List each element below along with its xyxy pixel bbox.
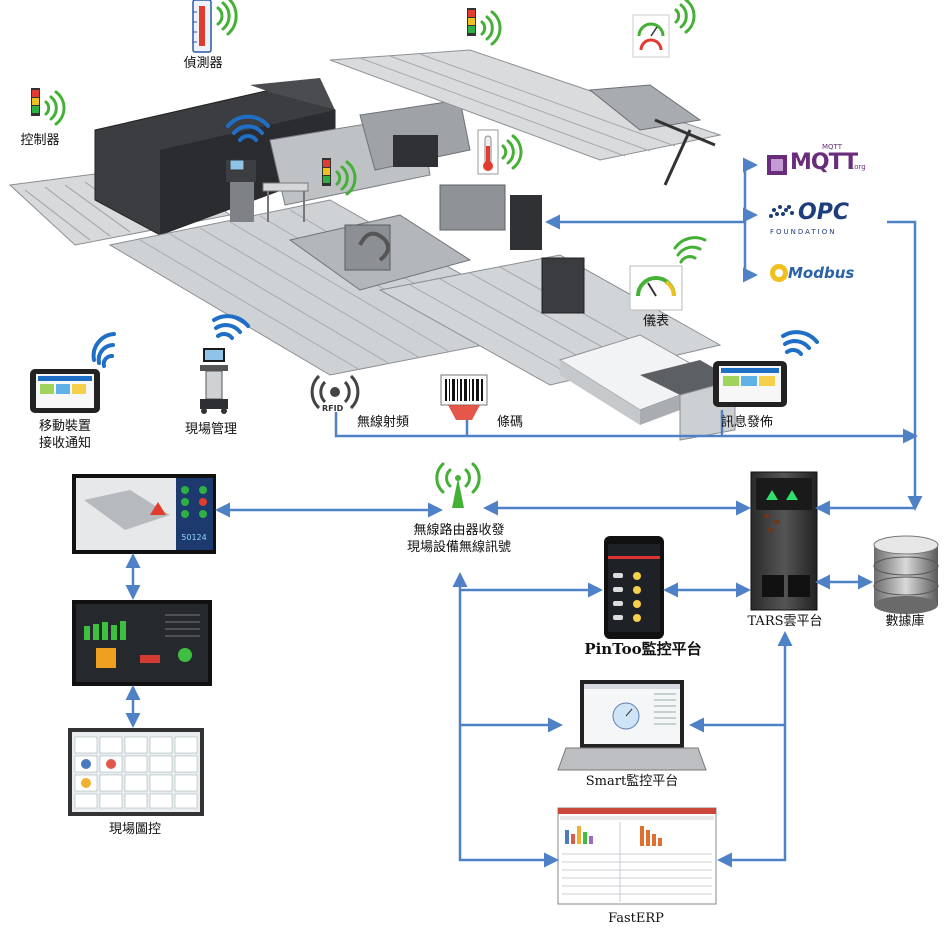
- label-database: 數據庫: [885, 614, 925, 629]
- sensor-gauge-icon: [192, 0, 212, 53]
- dial-gauge-icon: [632, 14, 670, 58]
- rfid-badge-text: RFID: [322, 404, 344, 413]
- opc-logo-text: OPC: [798, 200, 849, 225]
- pintoo-phone: [604, 536, 664, 639]
- tars-cloud-server: [750, 471, 818, 611]
- barcode-scanner-icon: [440, 374, 488, 420]
- wifi-signal-icon: [226, 114, 270, 142]
- controller-signal-tower-icon: [31, 88, 40, 116]
- label-smart: Smart監控平台: [585, 774, 679, 789]
- label-field-management: 現場管理: [184, 422, 238, 437]
- label-field-map: 現場圖控: [108, 822, 162, 837]
- modbus-logo: [770, 264, 788, 282]
- database-icon: [873, 535, 939, 614]
- mqtt-logo: [767, 155, 787, 175]
- production-dashboard-screen: [72, 600, 212, 686]
- info-publish-tablet: [713, 361, 787, 407]
- wireless-router-icon: [435, 462, 481, 508]
- opc-foundation-text: FOUNDATION: [770, 228, 837, 236]
- signal-tower-icon: [467, 8, 476, 36]
- connector-lines: [125, 157, 923, 868]
- wifi-signal-icon: [91, 332, 116, 368]
- mqtt-logo-org-text: .org: [852, 163, 866, 171]
- label-meter: 儀表: [642, 314, 670, 329]
- factory-floor-illustration: [8, 49, 736, 441]
- wifi-signal-icon: [501, 134, 523, 170]
- meter-gauge-icon: [629, 265, 683, 311]
- wifi-signal-icon: [480, 10, 502, 46]
- mobile-tablet-device: [30, 369, 100, 413]
- wifi-signal-icon: [44, 90, 66, 126]
- wifi-signal-icon: [212, 314, 250, 340]
- label-router-line2: 現場設備無線訊號: [406, 540, 512, 555]
- label-router: 無線路由器收發 現場設備無線訊號: [407, 522, 511, 556]
- mqtt-logo-small-text: MQTT: [822, 143, 842, 151]
- label-barcode: 條碼: [497, 415, 524, 430]
- workstation-screen: [229, 159, 245, 171]
- wifi-signal-icon: [674, 0, 696, 34]
- signal-tower-icon: [322, 158, 331, 186]
- label-pintoo: PinToo監控平台: [584, 640, 702, 658]
- label-info-publish: 訊息發佈: [721, 415, 774, 430]
- thermometer-icon: [477, 129, 499, 175]
- label-mobile-line2: 接收通知: [38, 436, 92, 451]
- wifi-signal-icon: [335, 160, 357, 196]
- label-mobile-line1: 移動裝置: [38, 419, 92, 434]
- wifi-signal-icon: [216, 0, 238, 36]
- wifi-signal-icon: [673, 236, 707, 264]
- wifi-signal-icon: [781, 330, 819, 356]
- label-sensor: 偵測器: [183, 56, 223, 71]
- label-router-line1: 無線路由器收發: [413, 523, 505, 538]
- dashboard-number: 50124: [181, 533, 206, 542]
- modbus-logo-text: Modbus: [788, 264, 855, 282]
- field-management-cart: [200, 348, 228, 414]
- mqtt-logo-text: MQTT: [790, 150, 858, 175]
- smart-laptop: [557, 680, 707, 771]
- label-controller: 控制器: [20, 133, 60, 148]
- label-rfid: 無線射頻: [357, 415, 410, 430]
- label-mobile: 移動裝置 接收通知: [39, 418, 91, 452]
- label-fasterp: FastERP: [608, 911, 664, 926]
- field-map-dashboard-screen: [68, 728, 204, 816]
- factory-monitor-screen: [72, 474, 216, 554]
- label-tars: TARS雲平台: [747, 614, 823, 629]
- opc-foundation-logo: [769, 205, 794, 218]
- fasterp-window: [557, 807, 717, 905]
- rfid-icon: [310, 374, 360, 410]
